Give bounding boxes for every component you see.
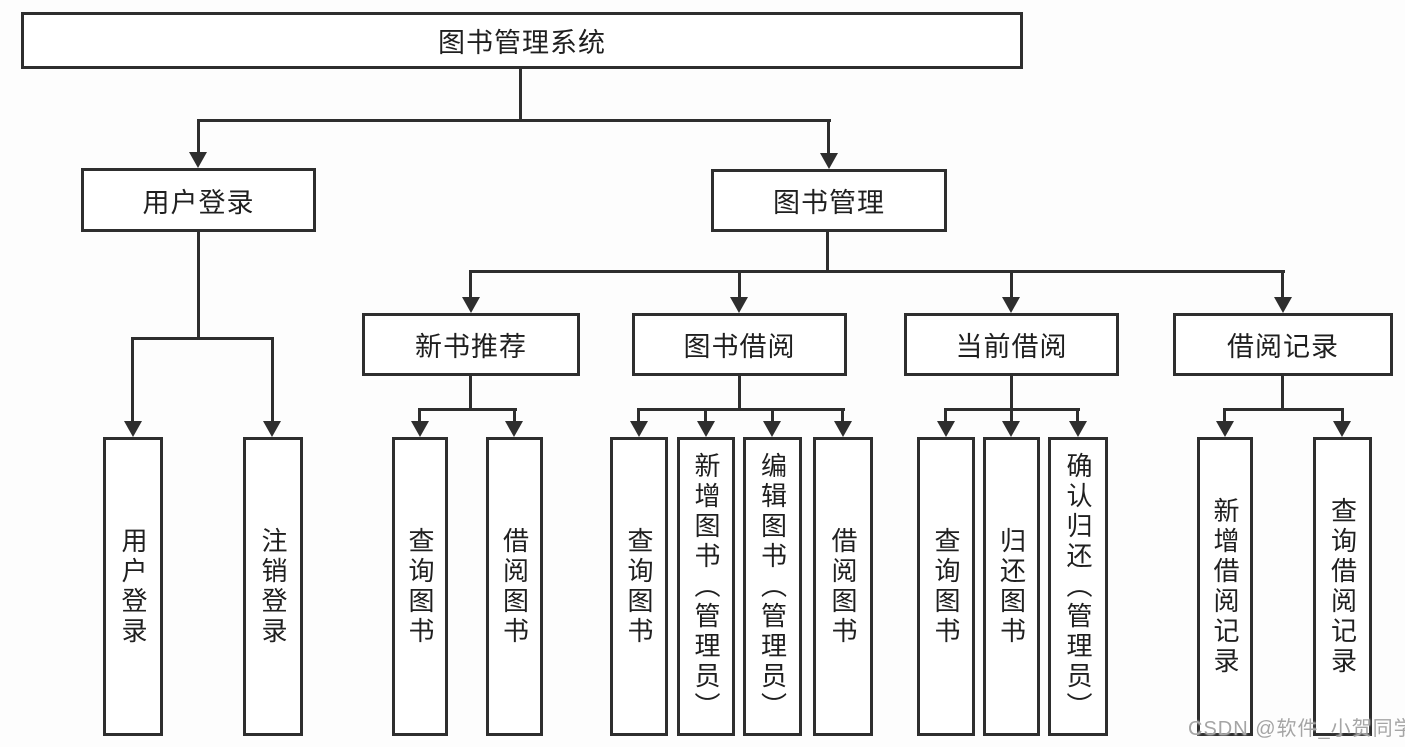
connector-drop-return-book (1010, 408, 1013, 423)
arrowhead-current-borrow-icon (1002, 297, 1020, 313)
node-book-management: 图书管理 (711, 169, 947, 232)
leaf-query-book-current-label: 查询图书 (931, 526, 961, 647)
connector-user-login-stem (197, 232, 200, 340)
connector-book-management-hline (469, 270, 1285, 273)
node-user-login-label: 用户登录 (142, 187, 255, 218)
leaf-query-book-borrow: 查询图书 (610, 437, 668, 736)
connector-drop-leaf-logout (271, 337, 274, 423)
node-book-management-label: 图书管理 (773, 188, 885, 218)
leaf-query-borrow-record: 查询借阅记录 (1313, 437, 1372, 736)
connector-drop-query-borrow-record (1341, 408, 1344, 423)
arrowhead-return-book-icon (1002, 421, 1020, 437)
arrowhead-book-management-icon (820, 153, 838, 169)
node-user-login: 用户登录 (81, 168, 316, 232)
connector-drop-edit-book-admin (771, 408, 774, 423)
node-root: 图书管理系统 (21, 12, 1023, 69)
node-book-borrow-label: 图书借阅 (683, 332, 796, 362)
connector-book-borrow-stem (738, 376, 741, 411)
connector-drop-borrow-book (841, 408, 844, 423)
connector-user-login-hline (131, 337, 274, 340)
leaf-query-book-recommend-label: 查询图书 (405, 526, 435, 647)
arrowhead-user-login-icon (189, 152, 207, 168)
arrowhead-query-book-recommend-icon (411, 421, 429, 437)
connector-book-management-stem (826, 232, 829, 273)
arrowhead-borrow-book-recommend-icon (505, 421, 523, 437)
leaf-logout: 注销登录 (243, 437, 303, 736)
connector-borrow-record-stem (1281, 376, 1284, 411)
node-book-borrow: 图书借阅 (632, 313, 847, 376)
connector-drop-borrow-record (1281, 270, 1284, 299)
arrowhead-leaf-user-login-icon (124, 421, 142, 437)
connector-new-book-recommend-stem (469, 376, 472, 411)
node-new-book-recommend: 新书推荐 (362, 313, 580, 376)
leaf-user-login-label: 用户登录 (118, 526, 148, 647)
arrowhead-add-book-admin-icon (697, 421, 715, 437)
arrowhead-query-book-current-icon (937, 421, 955, 437)
leaf-add-book-admin-label: 新增图书（管理员） (691, 451, 721, 722)
node-borrow-record-label: 借阅记录 (1227, 332, 1339, 362)
arrowhead-confirm-return-admin-icon (1069, 421, 1087, 437)
leaf-query-borrow-record-label: 查询借阅记录 (1327, 496, 1358, 677)
connector-drop-query-book-recommend (418, 408, 421, 423)
leaf-add-book-admin: 新增图书（管理员） (677, 437, 735, 736)
arrowhead-borrow-book-icon (834, 421, 852, 437)
connector-drop-leaf-user-login (131, 337, 134, 423)
node-borrow-record: 借阅记录 (1173, 313, 1393, 376)
leaf-logout-label: 注销登录 (258, 526, 288, 647)
connector-current-borrow-stem (1010, 376, 1013, 411)
node-root-label: 图书管理系统 (438, 28, 606, 58)
connector-drop-add-borrow-record (1223, 408, 1226, 423)
leaf-query-book-recommend: 查询图书 (392, 437, 448, 736)
leaf-add-borrow-record: 新增借阅记录 (1197, 437, 1253, 736)
leaf-borrow-book-recommend-label: 借阅图书 (499, 526, 530, 647)
connector-drop-add-book-admin (704, 408, 707, 423)
leaf-borrow-book-recommend: 借阅图书 (486, 437, 543, 736)
arrowhead-query-book-borrow-icon (630, 421, 648, 437)
connector-drop-query-book-current (944, 408, 947, 423)
connector-new-book-recommend-hline (418, 408, 517, 411)
leaf-edit-book-admin-label: 编辑图书（管理员） (757, 451, 788, 722)
connector-book-borrow-hline (637, 408, 845, 411)
connector-drop-user-login (197, 119, 200, 154)
leaf-confirm-return-admin-label: 确认归还（管理员） (1063, 451, 1093, 722)
node-new-book-recommend-label: 新书推荐 (415, 332, 527, 362)
connector-drop-current-borrow (1010, 270, 1013, 299)
connector-drop-book-borrow (738, 270, 741, 299)
connector-drop-query-book-borrow (637, 408, 640, 423)
leaf-edit-book-admin: 编辑图书（管理员） (743, 437, 802, 736)
leaf-confirm-return-admin: 确认归还（管理员） (1048, 437, 1108, 736)
leaf-query-book-current: 查询图书 (917, 437, 975, 736)
node-current-borrow-label: 当前借阅 (955, 332, 1068, 362)
connector-drop-new-book-recommend (469, 270, 472, 299)
arrowhead-edit-book-admin-icon (763, 421, 781, 437)
connector-root-stem (519, 69, 522, 122)
arrowhead-book-borrow-icon (730, 297, 748, 313)
node-current-borrow: 当前借阅 (904, 313, 1119, 376)
connector-drop-borrow-book-recommend (513, 408, 516, 423)
leaf-user-login: 用户登录 (103, 437, 163, 736)
arrowhead-new-book-recommend-icon (462, 297, 480, 313)
connector-root-hline (197, 119, 831, 122)
leaf-query-book-borrow-label: 查询图书 (624, 526, 654, 647)
leaf-return-book-label: 归还图书 (996, 526, 1027, 647)
connector-borrow-record-hline (1223, 408, 1344, 411)
csdn-watermark: CSDN @软件_小贺同学 (1188, 718, 1405, 740)
leaf-borrow-book: 借阅图书 (813, 437, 873, 736)
arrowhead-query-borrow-record-icon (1333, 421, 1351, 437)
leaf-add-borrow-record-label: 新增借阅记录 (1210, 496, 1240, 677)
arrowhead-add-borrow-record-icon (1216, 421, 1234, 437)
leaf-borrow-book-label: 借阅图书 (828, 526, 858, 647)
arrowhead-borrow-record-icon (1274, 297, 1292, 313)
arrowhead-leaf-logout-icon (263, 421, 281, 437)
connector-drop-book-management (827, 119, 830, 154)
connector-drop-confirm-return-admin (1076, 408, 1079, 423)
leaf-return-book: 归还图书 (983, 437, 1040, 736)
